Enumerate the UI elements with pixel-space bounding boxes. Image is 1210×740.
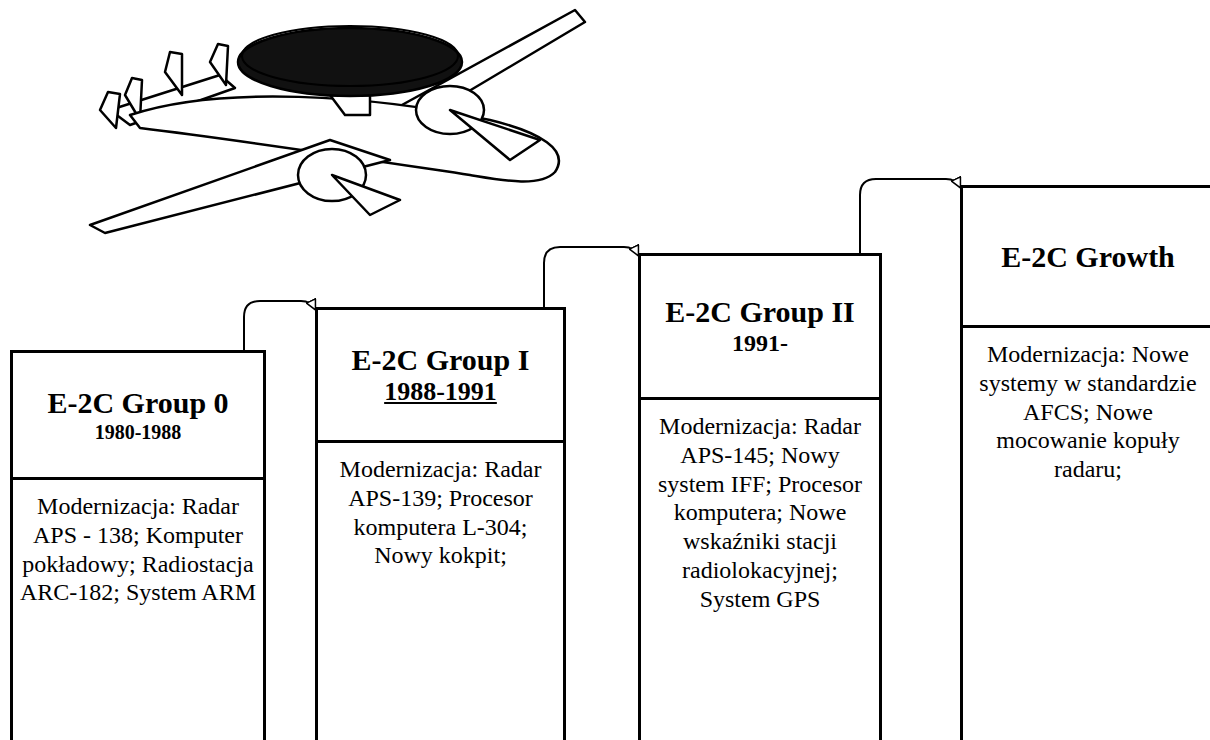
stage-title: E-2C Group I xyxy=(322,343,559,377)
stage-box: E-2C Group II1991-Modernizacja: Radar AP… xyxy=(638,253,882,740)
progression-arrow xyxy=(244,301,315,350)
modernization-list: Modernizacja: Nowe systemy w standardzie… xyxy=(963,328,1210,496)
stage-title: E-2C Group 0 xyxy=(17,386,259,420)
stage-box: E-2C GrowthModernizacja: Nowe systemy w … xyxy=(960,185,1210,740)
stage-years: 1988-1991 xyxy=(322,376,559,407)
stage-years: 1991- xyxy=(645,329,875,358)
stage-header: E-2C Group I1988-1991 xyxy=(318,310,563,443)
stage-title: E-2C Growth xyxy=(967,240,1209,274)
progression-arrow xyxy=(544,247,638,307)
stage-box: E-2C Group 01980-1988Modernizacja: Radar… xyxy=(10,350,266,740)
modernization-list: Modernizacja: Radar APS-139; Procesor ko… xyxy=(318,443,563,582)
stage-header: E-2C Growth xyxy=(963,188,1210,328)
stage-box: E-2C Group I1988-1991Modernizacja: Radar… xyxy=(315,307,566,740)
stage-header: E-2C Group II1991- xyxy=(641,256,879,400)
stage-title: E-2C Group II xyxy=(645,295,875,329)
stage-header: E-2C Group 01980-1988 xyxy=(13,353,263,480)
modernization-list: Modernizacja: Radar APS-145; Nowy system… xyxy=(641,400,879,626)
stage-years: 1980-1988 xyxy=(17,420,259,444)
progression-arrow xyxy=(860,179,960,253)
modernization-list: Modernizacja: Radar APS - 138; Komputer … xyxy=(13,480,263,619)
aircraft-illustration xyxy=(70,0,590,235)
